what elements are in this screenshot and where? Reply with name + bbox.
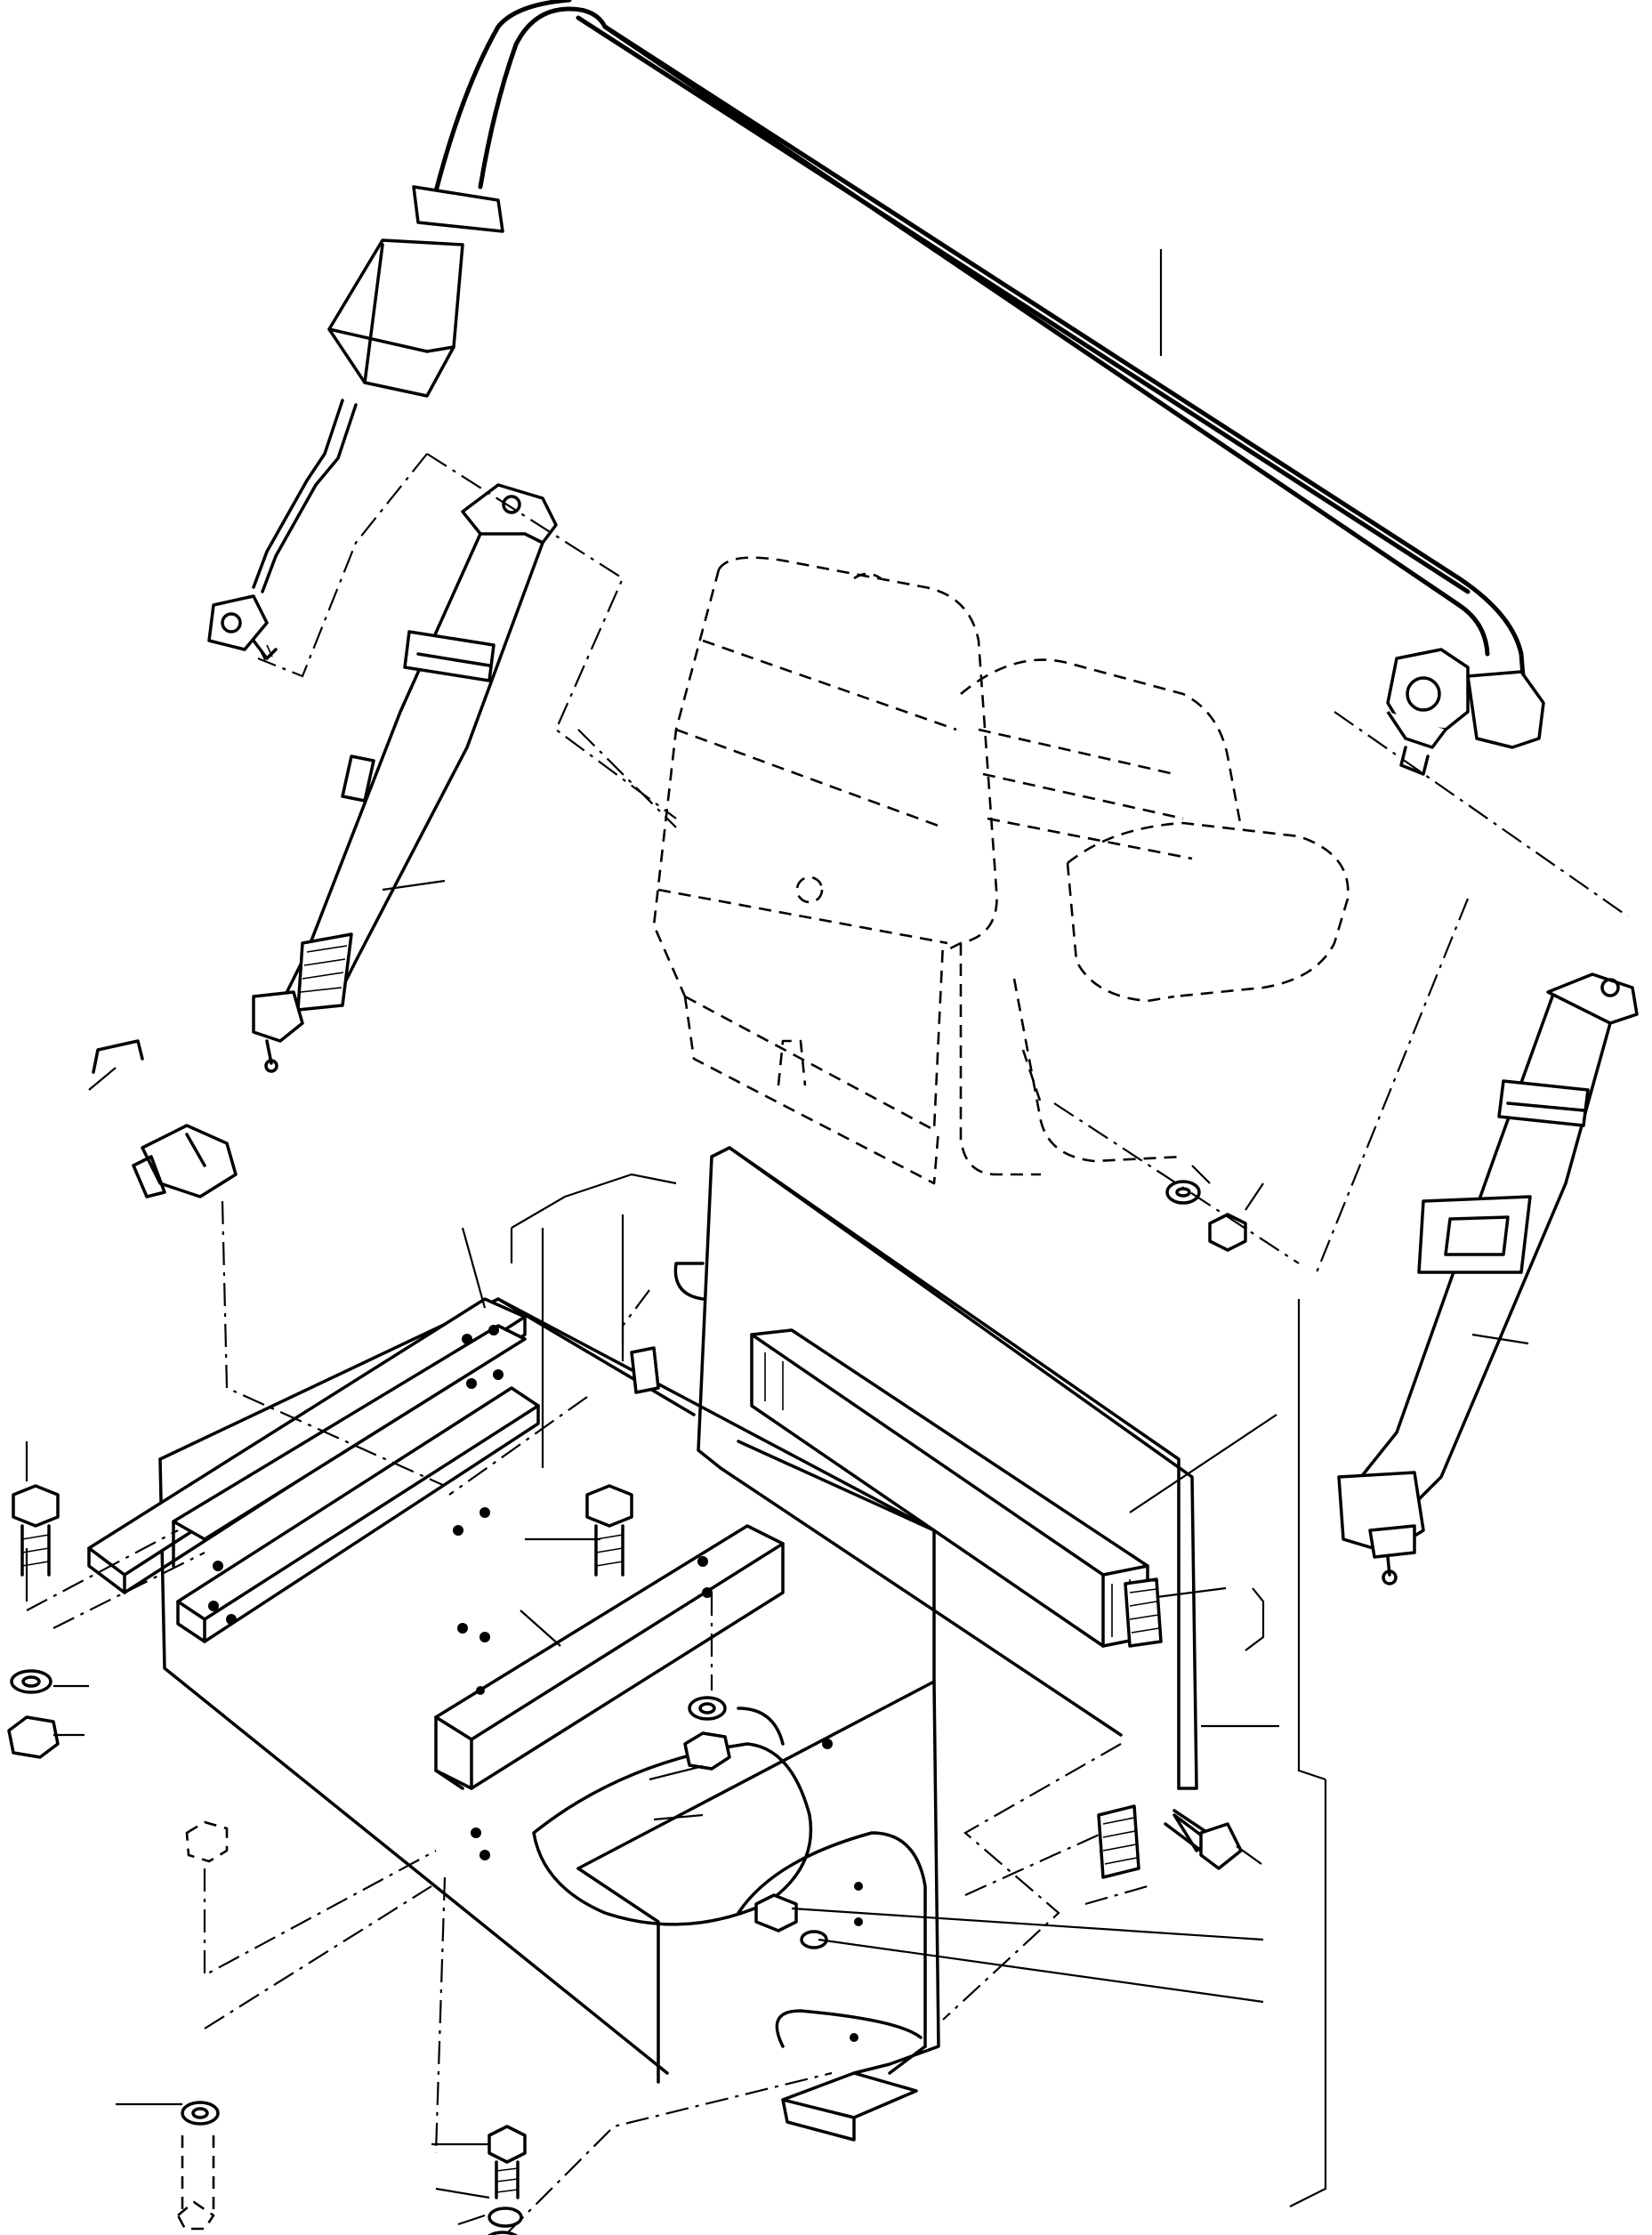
- left-seat-belt: [252, 483, 558, 1073]
- operator-seat-phantom: [652, 556, 1350, 1185]
- seat-base-assembly: [158, 1297, 940, 2142]
- seat-belt-clip: [92, 1039, 238, 1198]
- shoulder-belt-loop: [207, 0, 1545, 776]
- seat-support-bracket: [434, 1524, 785, 1790]
- seat-mounting-rails: [87, 1297, 540, 1643]
- callout-leaders: [25, 249, 1529, 2226]
- assembly-center-lines: [26, 453, 1629, 2234]
- right-seat-belt: [1337, 972, 1639, 1585]
- fasteners: [7, 1180, 1247, 2235]
- rear-panel: [630, 1146, 1198, 1879]
